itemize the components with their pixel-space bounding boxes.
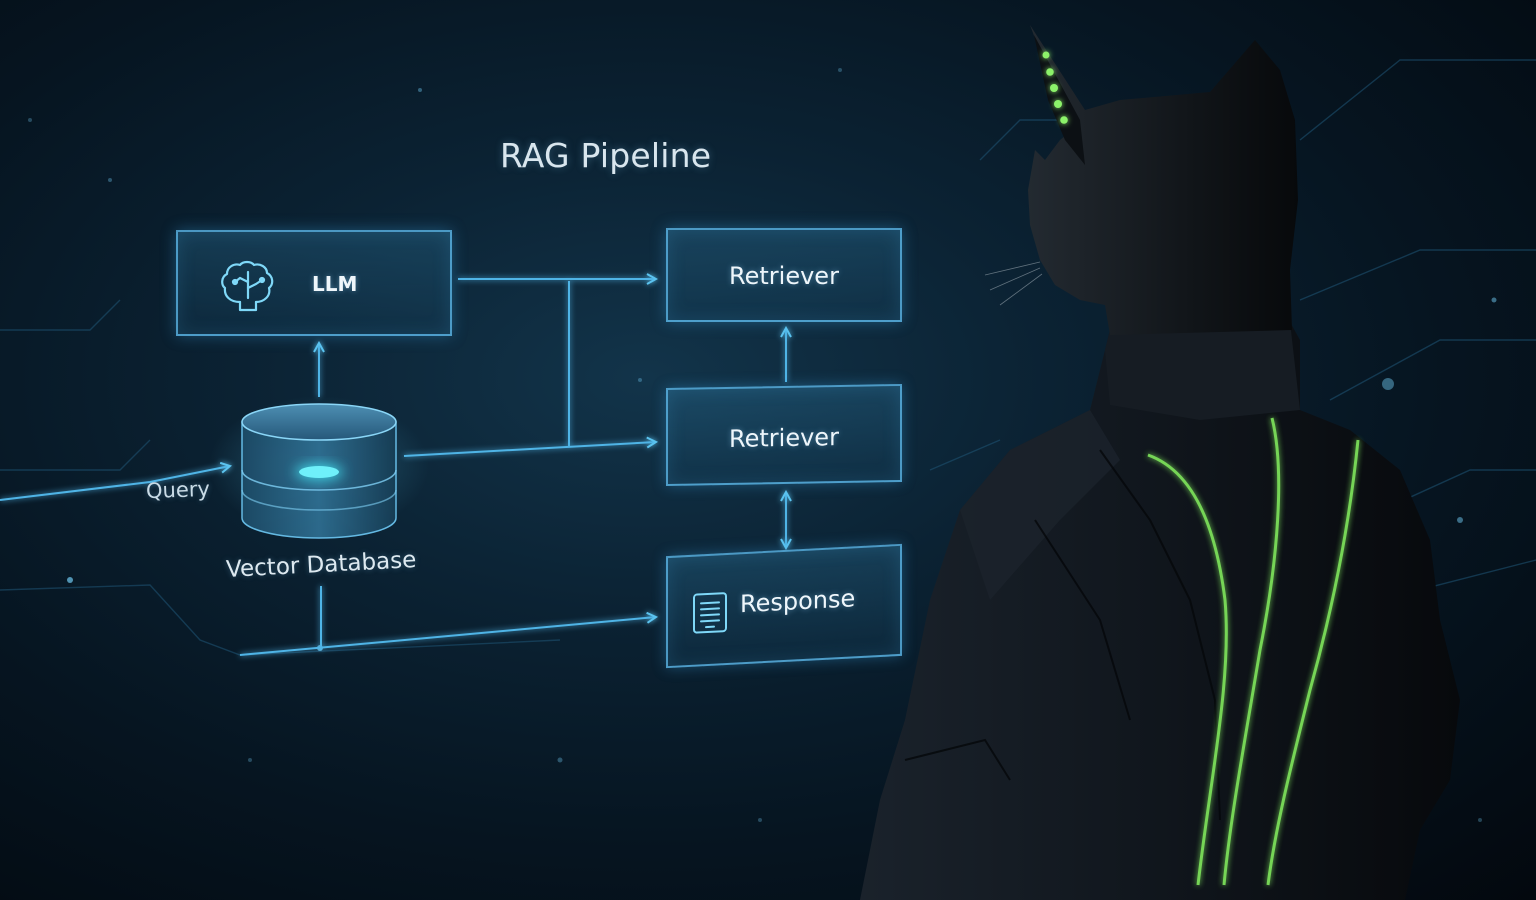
document-icon [692, 591, 728, 639]
retriever-node-top: Retriever [666, 228, 902, 322]
connectors [0, 279, 786, 656]
query-label: Query [145, 476, 211, 504]
connector-db-to-response [239, 586, 656, 656]
brain-icon [218, 258, 278, 318]
response-node: Response [666, 543, 902, 669]
connector-db-to-retriever-mid [403, 442, 656, 457]
llm-node: LLM [176, 230, 452, 336]
llm-label: LLM [312, 272, 358, 296]
retriever-middle-label: Retriever [729, 423, 839, 453]
response-label: Response [740, 584, 856, 619]
database-cylinder-icon [209, 396, 429, 539]
cat-figure [860, 25, 1460, 900]
diagram-title: RAG Pipeline [500, 136, 712, 175]
retriever-node-middle: Retriever [666, 383, 902, 487]
connector-query-to-db [0, 466, 230, 501]
retriever-top-label: Retriever [729, 262, 839, 290]
